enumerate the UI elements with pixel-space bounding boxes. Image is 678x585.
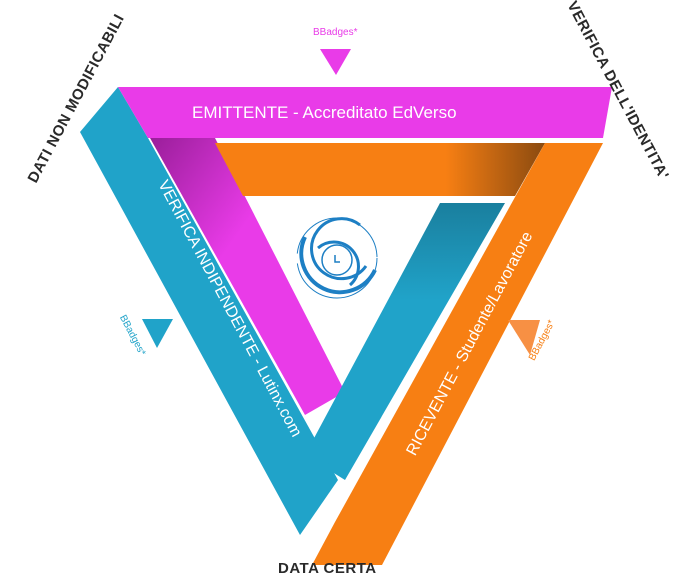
- badge-label-top: BBadges*: [313, 27, 358, 38]
- magenta-inner-band: [150, 138, 345, 415]
- logo-icon: [296, 217, 378, 299]
- blue-left-band: [80, 87, 338, 535]
- orange-right-band: [312, 143, 603, 565]
- corner-label-bottom: DATA CERTA: [278, 560, 377, 577]
- top-badge-triangle: [320, 49, 351, 75]
- orange-inner-band: [215, 143, 545, 196]
- left-badge-triangle: [142, 319, 173, 348]
- right-badge-triangle: [508, 320, 540, 355]
- blue-inner-band: [305, 203, 505, 480]
- magenta-top-band: [118, 87, 612, 138]
- band-label-top: EMITTENTE - Accreditato EdVerso: [192, 103, 457, 122]
